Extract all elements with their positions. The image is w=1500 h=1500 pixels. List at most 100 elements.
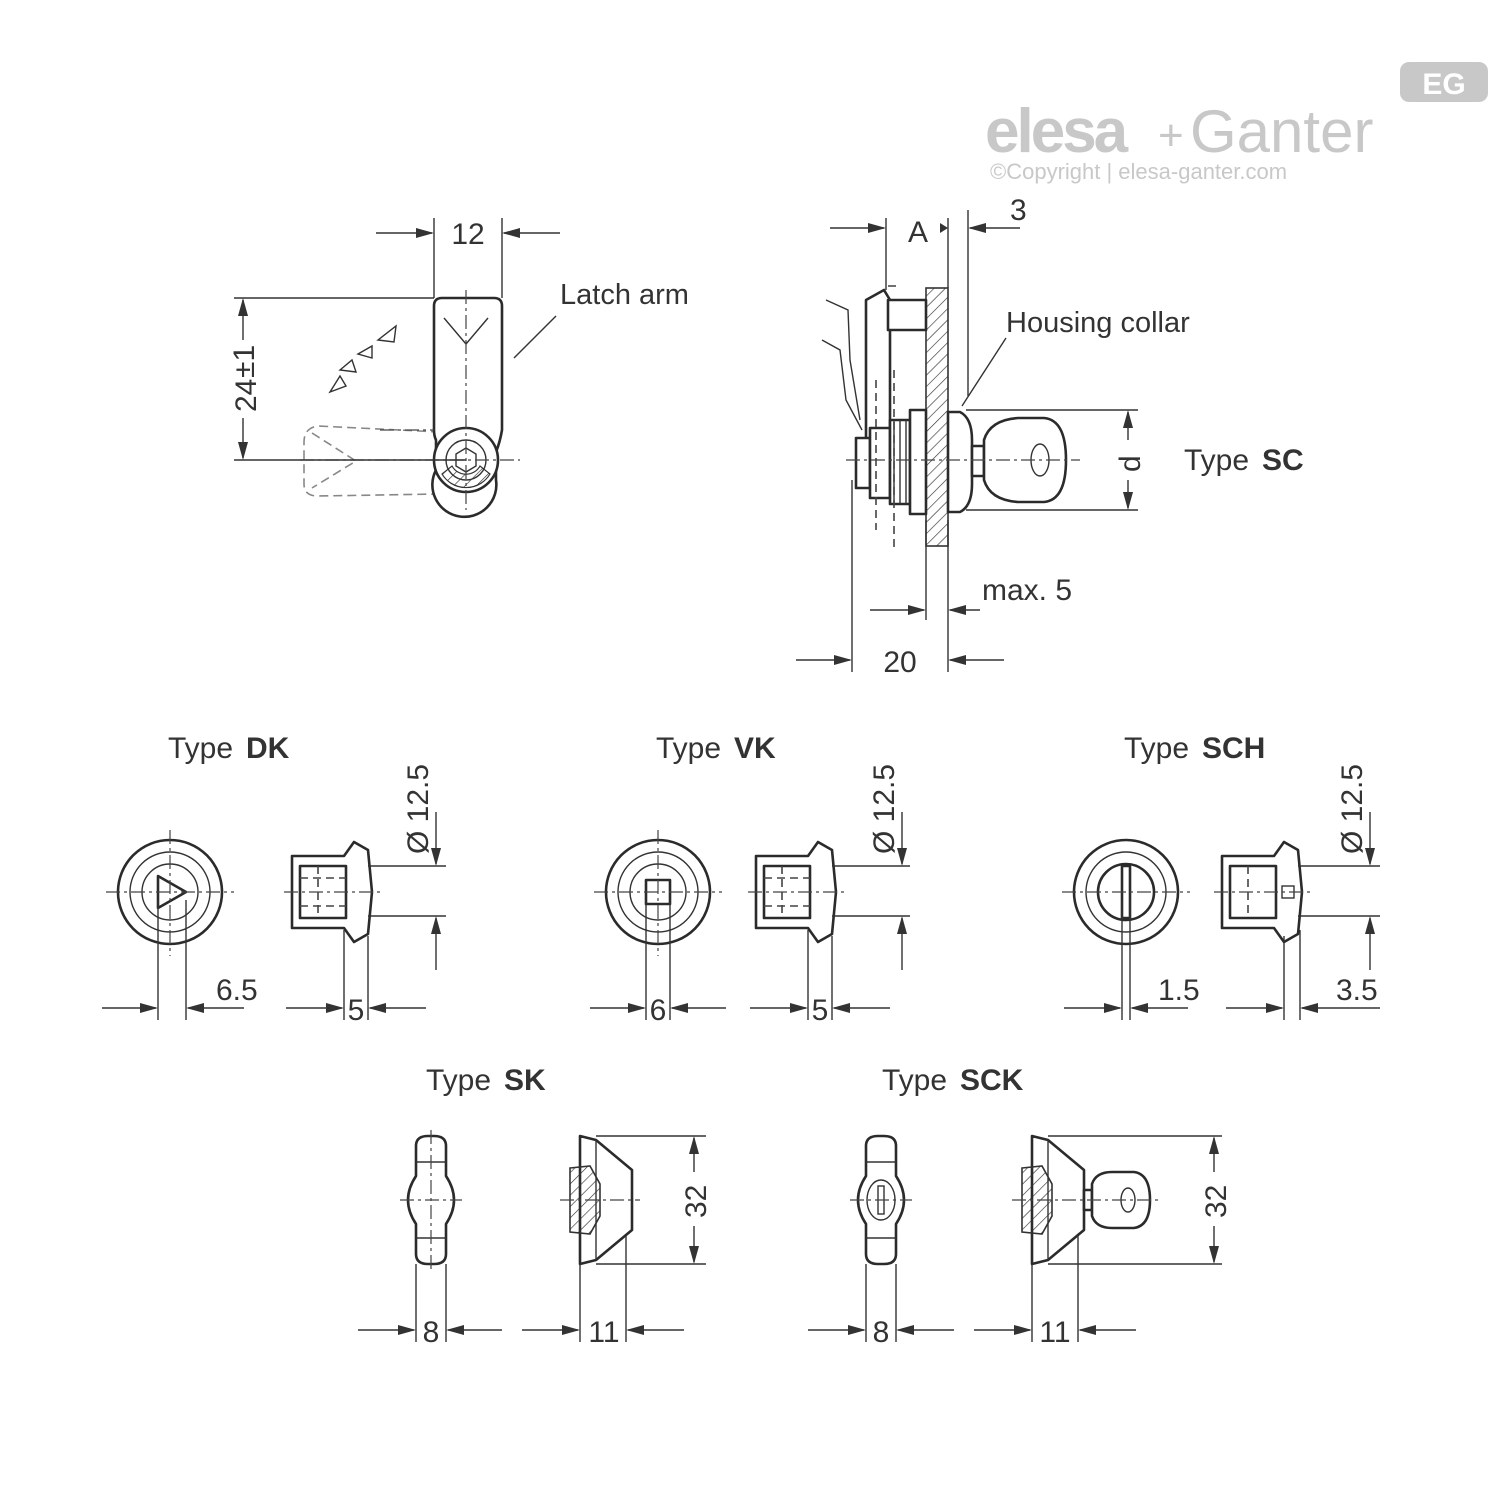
arrow-icon xyxy=(140,1003,158,1013)
arrow-icon xyxy=(416,228,434,238)
section-view: A 3 Housing collar d Type SC max. 5 20 xyxy=(796,194,1304,679)
leader-line xyxy=(513,315,557,359)
brand-name-ganter: Ganter xyxy=(1190,98,1373,165)
type-sck-prefix: Type xyxy=(882,1064,947,1097)
arrow-icon xyxy=(628,1003,646,1013)
brand-plus: + xyxy=(1158,111,1184,160)
arrow-icon xyxy=(1365,848,1375,866)
arrow-icon xyxy=(1014,1325,1032,1335)
nut-front xyxy=(854,436,872,490)
arrow-icon xyxy=(670,1003,688,1013)
dim-d: d xyxy=(1114,455,1147,472)
label-latch-arm: Latch arm xyxy=(560,279,689,311)
arrow-icon xyxy=(1365,916,1375,934)
type-sk-prefix: Type xyxy=(426,1064,491,1097)
housing-collar xyxy=(946,410,974,514)
sk-dim-h: 32 xyxy=(680,1185,713,1218)
arrow-icon xyxy=(1300,1003,1318,1013)
arrow-icon xyxy=(948,655,966,665)
type-dk: Type DK Ø 12.5 6.5 xyxy=(102,732,446,1027)
arrow-icon xyxy=(1078,1325,1096,1335)
latch-arm-side xyxy=(864,288,892,442)
arrow-icon xyxy=(908,605,926,615)
sck-dim-h: 32 xyxy=(1200,1185,1233,1218)
type-sck: Type SCK 32 8 xyxy=(808,1064,1233,1349)
dim-height-24: 24 xyxy=(230,379,263,412)
sck-dim-a: 8 xyxy=(873,1316,890,1349)
key-shaft xyxy=(970,444,986,478)
sch-dim-b: 3.5 xyxy=(1336,974,1378,1007)
ghost-latch xyxy=(303,425,441,497)
dk-dim-b: 5 xyxy=(348,994,365,1027)
housing-flange xyxy=(908,408,928,516)
ghost-latch-side xyxy=(825,299,861,421)
type-sck-code: SCK xyxy=(960,1064,1024,1097)
arrow-icon xyxy=(398,1325,416,1335)
rotation-arrows-icon xyxy=(328,324,397,394)
vk-dim-a: 6 xyxy=(650,994,667,1027)
type-vk: Type VK Ø 12.5 6 xyxy=(590,732,910,1027)
sch-dim-a: 1.5 xyxy=(1158,974,1200,1007)
arrow-icon xyxy=(968,223,986,233)
arrow-icon xyxy=(897,916,907,934)
label-a: A xyxy=(908,216,928,249)
arrow-icon xyxy=(326,1003,344,1013)
dim-20: 20 xyxy=(883,646,916,679)
vk-dim-b: 5 xyxy=(812,994,829,1027)
arrow-icon xyxy=(868,223,886,233)
arrow-icon xyxy=(689,1246,699,1264)
type-sch: Type SCH Ø 12.5 1.5 3.5 xyxy=(1062,732,1380,1020)
type-vk-code: VK xyxy=(734,732,776,765)
eg-badge xyxy=(1400,62,1488,102)
arrow-icon xyxy=(689,1136,699,1154)
type-sc-prefix: Type xyxy=(1184,444,1249,477)
type-sch-prefix: Type xyxy=(1124,732,1189,765)
sck-dim-b: 11 xyxy=(1039,1316,1070,1349)
arrow-icon xyxy=(948,605,966,615)
arrow-icon xyxy=(502,228,520,238)
arrow-icon xyxy=(238,298,248,316)
type-sc-code: SC xyxy=(1262,444,1304,477)
arrow-icon xyxy=(940,223,948,233)
arrow-icon xyxy=(790,1003,808,1013)
arrow-icon xyxy=(186,1003,204,1013)
arrow-icon xyxy=(1209,1136,1219,1154)
arrow-icon xyxy=(1130,1003,1148,1013)
ghost-latch-side xyxy=(821,339,863,431)
arrow-icon xyxy=(626,1325,644,1335)
type-sk-code: SK xyxy=(504,1064,546,1097)
arrow-icon xyxy=(1123,410,1133,428)
type-vk-prefix: Type xyxy=(656,732,721,765)
copyright-text: ©Copyright | elesa-ganter.com xyxy=(990,159,1287,184)
dim-3: 3 xyxy=(1010,194,1027,227)
sk-dim-a: 8 xyxy=(423,1316,440,1349)
leader-line xyxy=(961,337,1007,407)
arrow-icon xyxy=(446,1325,464,1335)
ghost-latch-taper xyxy=(311,432,358,489)
arrow-icon xyxy=(238,442,248,460)
arrow-icon xyxy=(1123,492,1133,510)
arrow-icon xyxy=(834,655,852,665)
nut-body xyxy=(868,426,892,500)
side-view: 12 24 ±1 Latch arm xyxy=(228,218,689,519)
arrow-icon xyxy=(832,1003,850,1013)
arrow-icon xyxy=(897,848,907,866)
arrow-icon xyxy=(896,1325,914,1335)
clip-section xyxy=(886,298,928,332)
dim-height-tolerance: ±1 xyxy=(228,345,261,378)
dk-dim-a: 6.5 xyxy=(216,974,258,1007)
arrow-icon xyxy=(848,1325,866,1335)
arrow-icon xyxy=(1266,1003,1284,1013)
arrow-icon xyxy=(562,1325,580,1335)
dim-width-12: 12 xyxy=(451,218,484,251)
dim-max-5: max. 5 xyxy=(982,574,1072,607)
arrow-icon xyxy=(1104,1003,1122,1013)
sch-dia: Ø 12.5 xyxy=(1336,764,1369,854)
type-sch-code: SCH xyxy=(1202,732,1265,765)
dk-dia: Ø 12.5 xyxy=(402,764,435,854)
type-sk: Type SK 32 8 11 xyxy=(358,1064,713,1349)
panel-section xyxy=(925,287,949,547)
vk-dia: Ø 12.5 xyxy=(868,764,901,854)
sk-dim-b: 11 xyxy=(588,1316,619,1349)
